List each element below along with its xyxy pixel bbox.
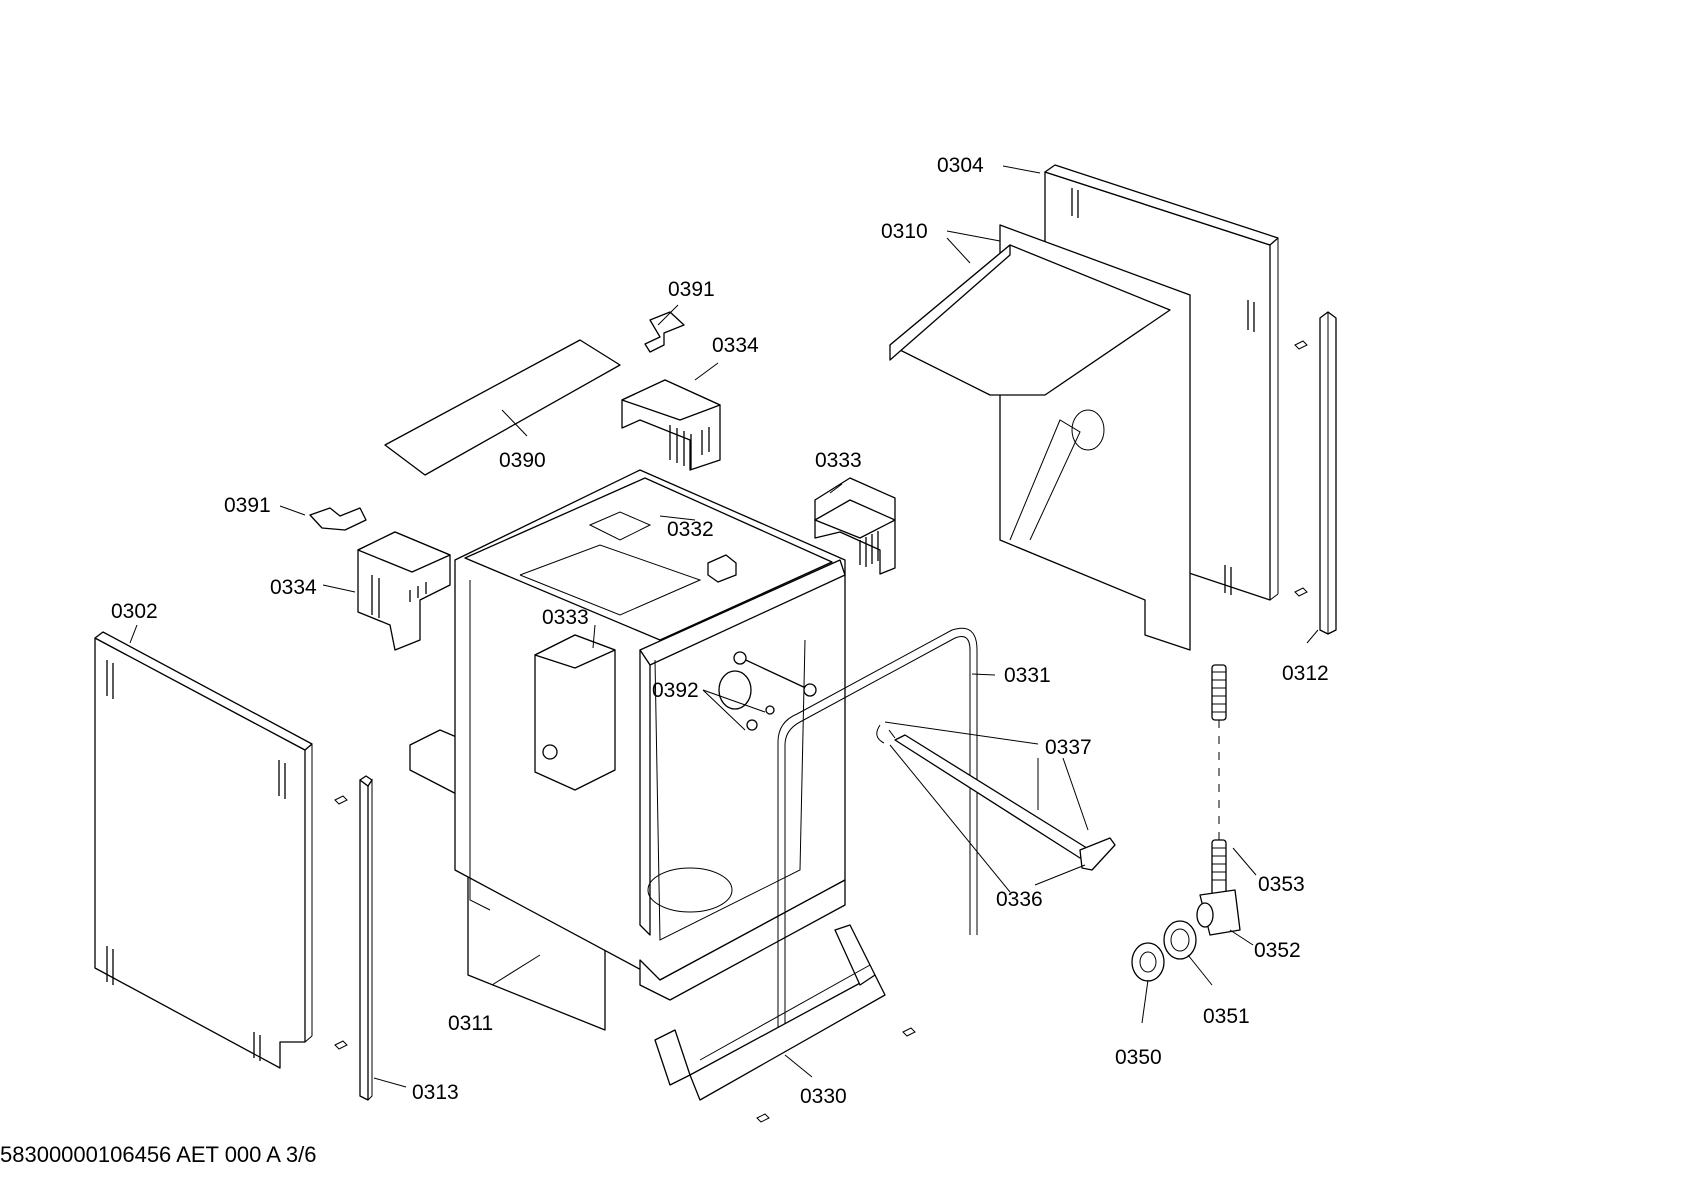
- part-0353-hose: [1211, 664, 1227, 896]
- label-0390: 0390: [499, 449, 546, 472]
- label-0391-top: 0391: [668, 278, 715, 301]
- part-0350-cap: [1131, 942, 1165, 982]
- document-footer-code: 58300000106456 AET 000 A 3/6: [0, 1142, 317, 1167]
- label-0336: 0336: [996, 888, 1043, 911]
- label-0331: 0331: [1004, 664, 1051, 687]
- label-0337: 0337: [1045, 736, 1092, 759]
- label-0304: 0304: [937, 154, 984, 177]
- part-0334-vent-top: [621, 379, 721, 471]
- part-0391-bracket-top: [644, 311, 685, 353]
- part-0334-vent-left: [357, 531, 451, 651]
- part-0332-bracket: [707, 554, 737, 583]
- label-0353: 0353: [1258, 873, 1305, 896]
- label-0332: 0332: [667, 518, 714, 541]
- part-0302-side-panel: [94, 631, 313, 1069]
- part-0310-inner-panel: [889, 224, 1191, 651]
- label-0352: 0352: [1254, 939, 1301, 962]
- part-0331-door-seal: [777, 627, 978, 1040]
- leader-lines: [129, 165, 1319, 1088]
- label-0333-left: 0333: [542, 606, 589, 629]
- label-0350: 0350: [1115, 1046, 1162, 1069]
- label-0334-top: 0334: [712, 334, 759, 357]
- label-0330: 0330: [800, 1085, 847, 1108]
- part-0391-bracket-left: [309, 507, 367, 531]
- part-0333-module: [534, 634, 616, 791]
- label-0334-left: 0334: [270, 576, 317, 599]
- part-0352-fitting: [1196, 889, 1241, 936]
- label-0302: 0302: [111, 600, 158, 623]
- tub-body: [454, 469, 846, 1001]
- label-0310: 0310: [881, 220, 928, 243]
- part-labels: 0304 0310 0391 0334 0390 0333 0391 0332 …: [111, 154, 1329, 1108]
- part-0313-trim-strip: [334, 775, 373, 1101]
- part-0333-module-right: [814, 477, 896, 575]
- part-0351-ring: [1163, 920, 1197, 960]
- label-0392: 0392: [652, 679, 699, 702]
- label-0311: 0311: [448, 1012, 493, 1035]
- label-0312: 0312: [1282, 662, 1329, 685]
- part-0336-rail: [876, 724, 1116, 871]
- part-0312-trim-strip: [1294, 311, 1337, 635]
- part-0330-lower-trim: [654, 924, 916, 1123]
- label-0313: 0313: [412, 1081, 459, 1104]
- label-0391-left: 0391: [224, 494, 271, 517]
- part-0390-top-plate: [384, 339, 621, 476]
- label-0351: 0351: [1203, 1005, 1250, 1028]
- label-0333-right: 0333: [815, 449, 862, 472]
